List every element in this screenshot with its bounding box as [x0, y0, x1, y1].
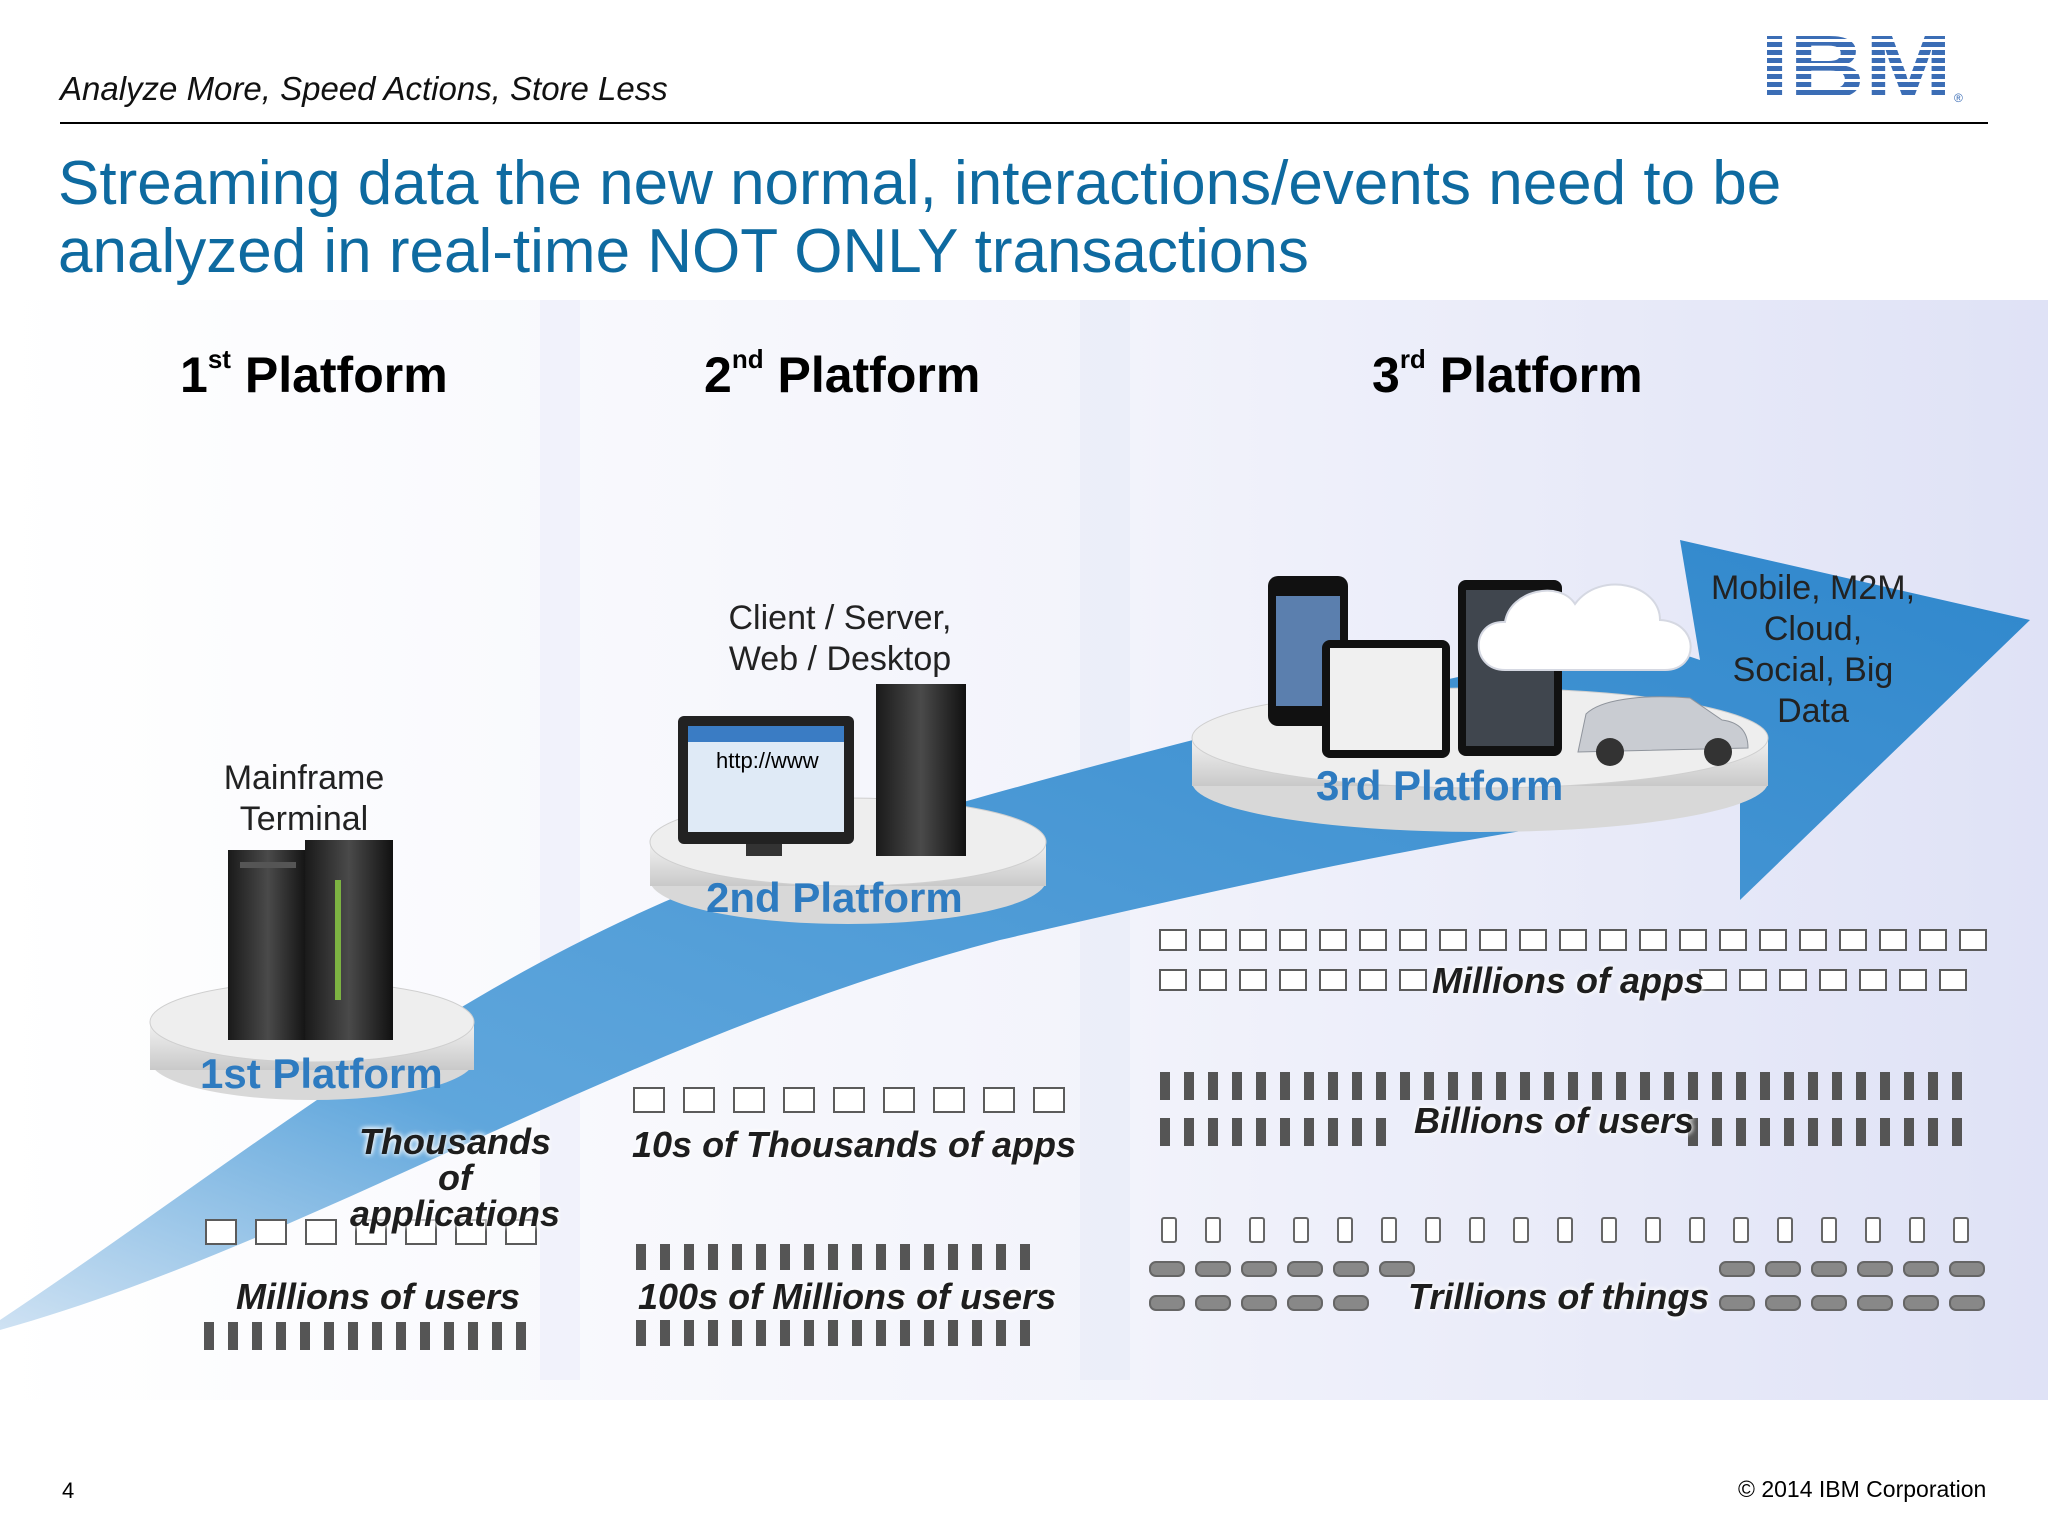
platform-1-apps	[205, 1219, 537, 1245]
platform-3-base-label: 3rd Platform	[1316, 762, 1564, 809]
header-divider	[60, 122, 1988, 124]
mainframe-icon	[228, 840, 393, 1040]
platform-3-apps-stat: Millions of apps	[1432, 960, 1705, 1001]
copyright-notice: © 2014 IBM Corporation	[1738, 1476, 1987, 1502]
platform-1-base-label: 1st Platform	[200, 1050, 443, 1097]
person-icon-rows	[204, 1072, 1962, 1350]
platform-3-heading: 3rd Platform	[1372, 344, 1643, 403]
platform-3-users-stat: Billions of users	[1414, 1100, 1695, 1141]
platform-2-apps-stat: 10s of Thousands of apps	[632, 1124, 1077, 1165]
slide-title: Streaming data the new normal, interacti…	[58, 149, 1782, 286]
platform-2-base-label: 2nd Platform	[706, 874, 963, 921]
platform-2-caption: Client / Server, Web / Desktop	[728, 599, 952, 678]
desktop-computer-icon: http://www	[678, 684, 966, 856]
ibm-logo-text: IBM	[1760, 26, 1952, 106]
deck-subtitle: Analyze More, Speed Actions, Store Less	[60, 70, 668, 107]
cloud-icon	[1477, 583, 1692, 671]
platform-3-apps	[1159, 929, 1987, 991]
svg-text:®: ®	[1954, 91, 1963, 105]
platform-1-users-stat: Millions of users	[236, 1276, 521, 1317]
platform-2-users-stat: 100s of Millions of users	[638, 1276, 1057, 1317]
car-icon	[1577, 696, 1749, 766]
platform-3-things-stat: Trillions of things	[1408, 1276, 1710, 1317]
platform-3-users	[1160, 1072, 1962, 1146]
platform-2-users	[636, 1244, 1030, 1346]
platform-3-caption: Mobile, M2M, Cloud, Social, Big Data	[1710, 569, 1916, 730]
ibm-logo: IBM ®	[1760, 26, 1963, 106]
platform-2-apps	[633, 1087, 1065, 1113]
platform-1-users	[204, 1322, 526, 1350]
screen-url-text: http://www	[716, 748, 819, 773]
platform-1-caption: Mainframe Terminal	[223, 759, 385, 838]
platform-evolution-diagram: http://www	[0, 300, 2048, 1400]
platform-2-heading: 2nd Platform	[704, 344, 981, 403]
platform-1-heading: 1st Platform	[180, 344, 448, 403]
things-icon-rows	[1149, 1217, 1985, 1311]
app-icon-grid	[205, 929, 1987, 1245]
page-number: 4	[62, 1478, 75, 1503]
platform-1-apps-stat: Thousands of applications	[349, 1121, 561, 1234]
